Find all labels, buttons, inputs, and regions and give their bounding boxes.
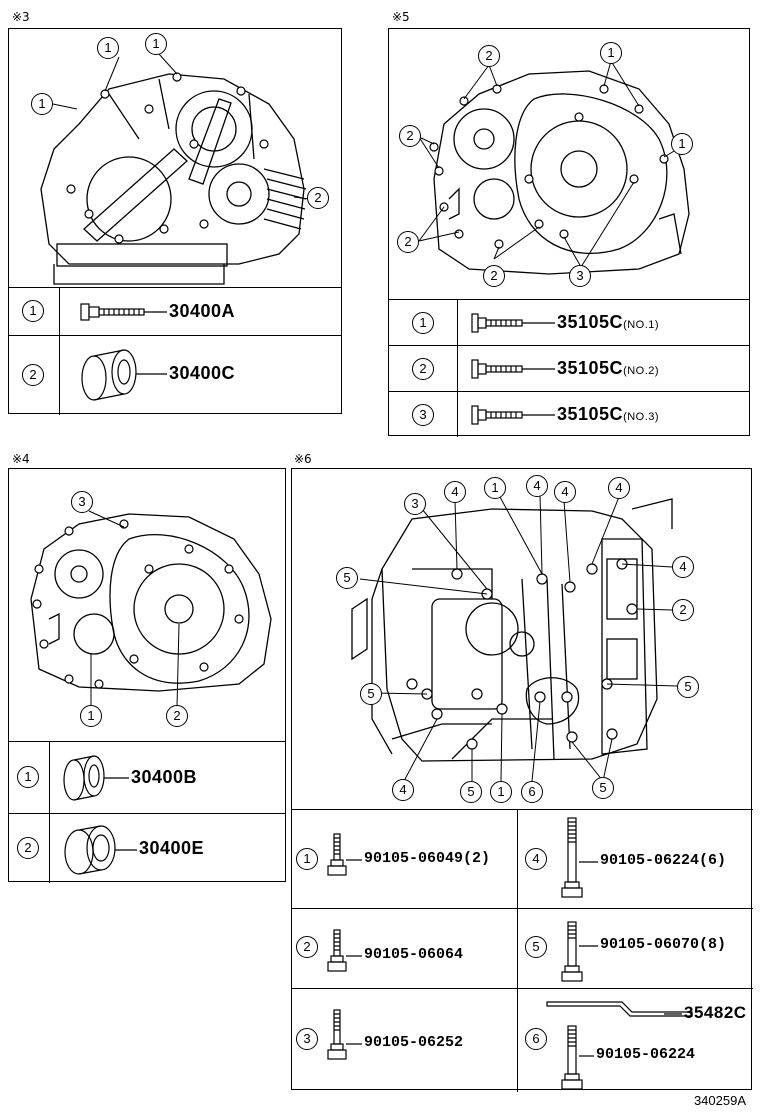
diagram-code: 340259A	[693, 1093, 746, 1108]
callout-1: 1	[600, 42, 622, 64]
row-number: 2	[17, 837, 39, 859]
callout-4: 4	[608, 477, 630, 499]
row-number: 2	[22, 364, 44, 386]
parts-row: 1 30400B	[9, 741, 285, 813]
callout-3: 3	[404, 493, 426, 515]
callout-2: 2	[478, 45, 500, 67]
callout-1: 1	[671, 133, 693, 155]
bolt-icon	[471, 313, 555, 333]
panel-6-tag: ※6	[294, 452, 312, 466]
callout-6: 6	[521, 781, 543, 803]
callout-5: 5	[336, 567, 358, 589]
row-number: 2	[296, 936, 318, 958]
row-number: 1	[412, 312, 434, 334]
callout-2: 2	[397, 231, 419, 253]
callout-2: 2	[166, 705, 188, 727]
bolt-icons	[327, 817, 693, 1090]
panel-5: 2 1 2 1 2 2 3 1 35105C(NO.1) 2 3	[388, 28, 750, 437]
transaxle-drawing-5	[418, 60, 690, 275]
panel-4-tag: ※4	[12, 452, 30, 466]
bolt-icon	[471, 359, 555, 379]
callout-5: 5	[677, 676, 699, 698]
parts-row: 2 30400C	[9, 335, 341, 415]
part-number: 90105-06252	[364, 1034, 464, 1051]
parts-row: 1 30400A	[9, 287, 341, 335]
row-number: 5	[525, 936, 547, 958]
callout-1: 1	[490, 781, 512, 803]
row-number: 4	[525, 848, 547, 870]
callout-4: 4	[526, 475, 548, 497]
callout-1: 1	[97, 37, 119, 59]
callout-5: 5	[360, 683, 382, 705]
callout-2: 2	[672, 599, 694, 621]
part-number: 90105-06224(6)	[600, 852, 727, 869]
panel-3-tag: ※3	[12, 10, 30, 24]
bolt-icon	[80, 303, 167, 321]
part-number: 30400C	[169, 363, 236, 383]
parts-row: 2 35105C(NO.2)	[389, 345, 749, 391]
part-number: 30400E	[139, 838, 205, 858]
part-number: 35105C(NO.2)	[557, 358, 660, 378]
oil-seal-icon	[63, 755, 129, 801]
callout-1: 1	[484, 477, 506, 499]
callout-2: 2	[483, 265, 505, 287]
callout-1: 1	[145, 33, 167, 55]
part-number: 90105-06224	[596, 1046, 696, 1063]
part-number: 35105C(NO.1)	[557, 312, 660, 332]
callout-4: 4	[672, 556, 694, 578]
valve-body-drawing	[351, 493, 678, 782]
callout-4: 4	[444, 481, 466, 503]
callout-2: 2	[399, 125, 421, 147]
part-number: 30400A	[169, 301, 236, 321]
callout-5: 5	[592, 777, 614, 799]
part-number: 30400B	[131, 767, 198, 787]
row-number: 1	[17, 766, 39, 788]
oil-seal-icon	[81, 349, 167, 401]
panel-6: 3 4 1 4 4 4 5 4 2 5 5 4 5 1 6 5 1	[291, 468, 753, 1092]
part-number: 35105C(NO.3)	[557, 404, 660, 424]
callout-1: 1	[31, 93, 53, 115]
parts-row: 3 35105C(NO.3)	[389, 391, 749, 437]
part-number: 90105-06049(2)	[364, 850, 491, 867]
parts-row: 2 30400E	[9, 813, 285, 883]
oil-seal-icon	[64, 825, 137, 875]
row-number: 1	[296, 848, 318, 870]
parts-table-6: 1	[292, 809, 753, 1092]
transaxle-drawing-3	[40, 53, 310, 285]
parts-row: 1 35105C(NO.1)	[389, 299, 749, 345]
part-number: 90105-06070(8)	[600, 936, 727, 953]
callout-5: 5	[460, 781, 482, 803]
part-number: 35482C	[684, 1003, 747, 1022]
row-number: 3	[412, 404, 434, 426]
panel-3: 1 1 1 2 1 30400A 2 30400C	[8, 28, 342, 415]
row-number: 1	[22, 300, 44, 322]
panel-4: 3 1 2 1 30400B 2 30400	[8, 468, 286, 883]
bolt-icon	[471, 405, 555, 425]
callout-3: 3	[71, 491, 93, 513]
transaxle-drawing-4	[30, 510, 272, 708]
callout-4: 4	[554, 481, 576, 503]
panel-5-tag: ※5	[392, 10, 410, 24]
callout-1: 1	[80, 705, 102, 727]
row-number: 6	[525, 1028, 547, 1050]
callout-3: 3	[569, 265, 591, 287]
row-number: 2	[412, 358, 434, 380]
part-number: 90105-06064	[364, 946, 464, 963]
callout-4: 4	[392, 779, 414, 801]
row-number: 3	[296, 1028, 318, 1050]
callout-2: 2	[307, 187, 329, 209]
